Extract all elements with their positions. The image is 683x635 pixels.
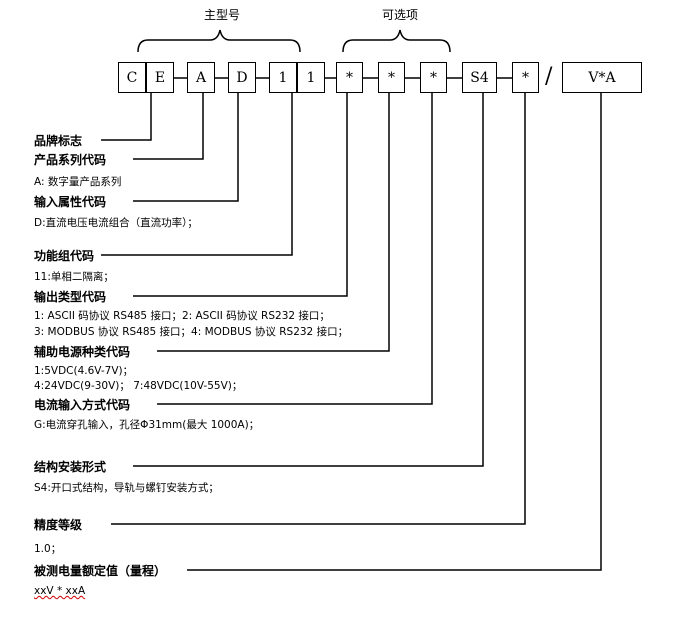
leader-current-input <box>157 93 433 405</box>
heading-aux-power: 辅助电源种类代码 <box>34 345 131 359</box>
leader-rated-value <box>187 93 602 571</box>
heading-series: 产品系列代码 <box>34 153 107 167</box>
desc-input: D:直流电压电流组合（直流功率）； <box>34 217 198 229</box>
code-box-input: D <box>228 62 256 93</box>
leader-output <box>133 93 348 297</box>
options-label: 可选项 <box>382 8 419 22</box>
code-box-aux-power: * <box>378 62 405 93</box>
code-box-rated-value: V*A <box>562 62 642 93</box>
heading-input: 输入属性代码 <box>34 195 107 209</box>
code-box-accuracy: * <box>512 62 539 93</box>
desc-function: 11:单相二隔离； <box>34 271 114 283</box>
options-brace <box>342 29 451 53</box>
heading-function: 功能组代码 <box>34 249 95 263</box>
leader-input <box>133 93 239 202</box>
code-box-output: * <box>336 62 363 93</box>
desc-aux-power-line-1: 1:5VDC(4.6V-7V)； <box>34 365 134 377</box>
leader-accuracy <box>111 93 526 525</box>
desc-current-input: G:电流穿孔输入，孔径Φ31mm(最大 1000A)； <box>34 419 260 431</box>
heading-output: 输出类型代码 <box>34 290 107 304</box>
heading-current-input: 电流输入方式代码 <box>34 398 131 412</box>
code-box-current-input: * <box>420 62 447 93</box>
desc-aux-power-line-2: 4:24VDC(9-30V)； 7:48VDC(10V-55V)； <box>34 380 243 392</box>
desc-output-line-2: 3: MODBUS 协议 RS485 接口；4: MODBUS 协议 RS232… <box>34 326 349 338</box>
main-model-brace <box>137 29 301 53</box>
separator-slash: / <box>545 64 553 89</box>
desc-accuracy: 1.0； <box>34 543 62 555</box>
desc-output-line-1: 1: ASCII 码协议 RS485 接口；2: ASCII 码协议 RS232… <box>34 310 330 322</box>
leader-series <box>133 93 204 160</box>
code-box-series: A <box>187 62 215 93</box>
code-box-brand-1: C <box>118 62 146 93</box>
desc-series: A: 数字量产品系列 <box>34 176 122 188</box>
heading-rated-value: 被测电量额定值（量程） <box>34 564 167 578</box>
code-box-brand-2: E <box>146 62 174 93</box>
desc-structure: S4:开口式结构，导轨与螺钉安装方式； <box>34 482 219 494</box>
desc-rated-value: xxV * xxA <box>34 585 86 597</box>
code-box-structure: S4 <box>462 62 497 93</box>
leader-brand <box>101 93 152 141</box>
leader-structure <box>133 93 484 467</box>
heading-accuracy: 精度等级 <box>34 518 83 532</box>
code-box-function-2: 1 <box>297 62 325 93</box>
leader-function <box>101 93 293 256</box>
main-model-label: 主型号 <box>204 8 241 22</box>
heading-brand: 品牌标志 <box>34 134 83 148</box>
leader-aux-power <box>157 93 390 352</box>
code-box-function-1: 1 <box>269 62 297 93</box>
heading-structure: 结构安装形式 <box>34 460 107 474</box>
